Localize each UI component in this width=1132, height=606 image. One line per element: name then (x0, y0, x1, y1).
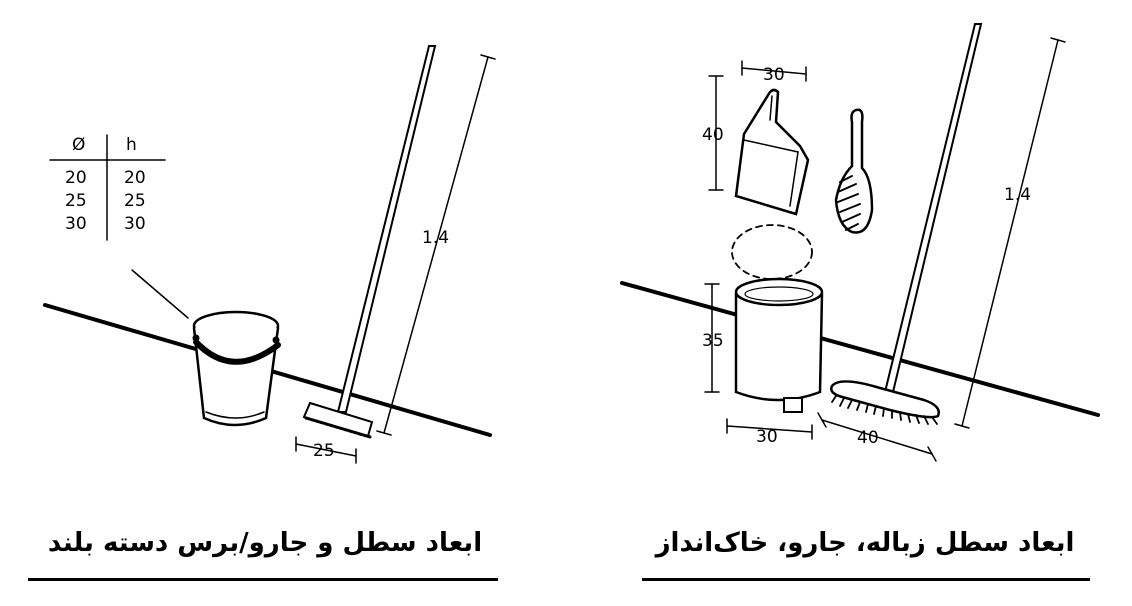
broom-width-label-left: 25 (313, 441, 335, 461)
pedal-bin (734, 277, 824, 413)
dimension-dustpan-width (741, 60, 807, 82)
bin-lid-dashed (731, 224, 813, 280)
broom-width-label-right: 40 (857, 428, 879, 448)
table-cell: 30 (124, 214, 146, 234)
table-cell: 20 (124, 168, 146, 188)
dimension-broom-width-left (295, 436, 357, 464)
table-cell: 30 (65, 214, 87, 234)
dustpan-width-label: 30 (763, 65, 785, 85)
table-header-height: h (126, 135, 137, 155)
caption-underline-right (642, 578, 1090, 581)
table-header-diameter: Ø (72, 135, 85, 155)
bucket (192, 310, 281, 427)
bin-width-label: 30 (756, 427, 778, 447)
dimension-bin-height (704, 283, 720, 393)
leader-line (131, 269, 189, 319)
hand-brush (834, 108, 874, 234)
table-cell: 20 (65, 168, 87, 188)
caption-right: ابعاد سطل زباله، جارو، خاک‌انداز (655, 528, 1075, 558)
dimension-bin-width (726, 418, 813, 440)
table-cell: 25 (65, 191, 87, 211)
dustpan (734, 88, 810, 216)
floor-line-right (620, 281, 1100, 417)
left-panel-illustration (43, 45, 496, 464)
table-cell: 25 (124, 191, 146, 211)
right-panel-illustration (620, 23, 1100, 462)
handle-length-label-right: 1.4 (1004, 185, 1031, 205)
dimension-handle-length-left (376, 54, 496, 436)
dimension-broom-width-right (817, 412, 937, 462)
push-broom-left (302, 45, 437, 439)
bin-height-label: 35 (702, 331, 724, 351)
push-broom-right (830, 23, 983, 425)
dimension-handle-length-right (954, 37, 1066, 429)
caption-left: ابعاد سطل و جارو/برس دسته بلند (47, 528, 483, 558)
handle-length-label-left: 1.4 (422, 228, 449, 248)
dustpan-height-label: 40 (702, 125, 724, 145)
caption-underline-left (28, 578, 498, 581)
dimension-dustpan-height (708, 75, 724, 191)
